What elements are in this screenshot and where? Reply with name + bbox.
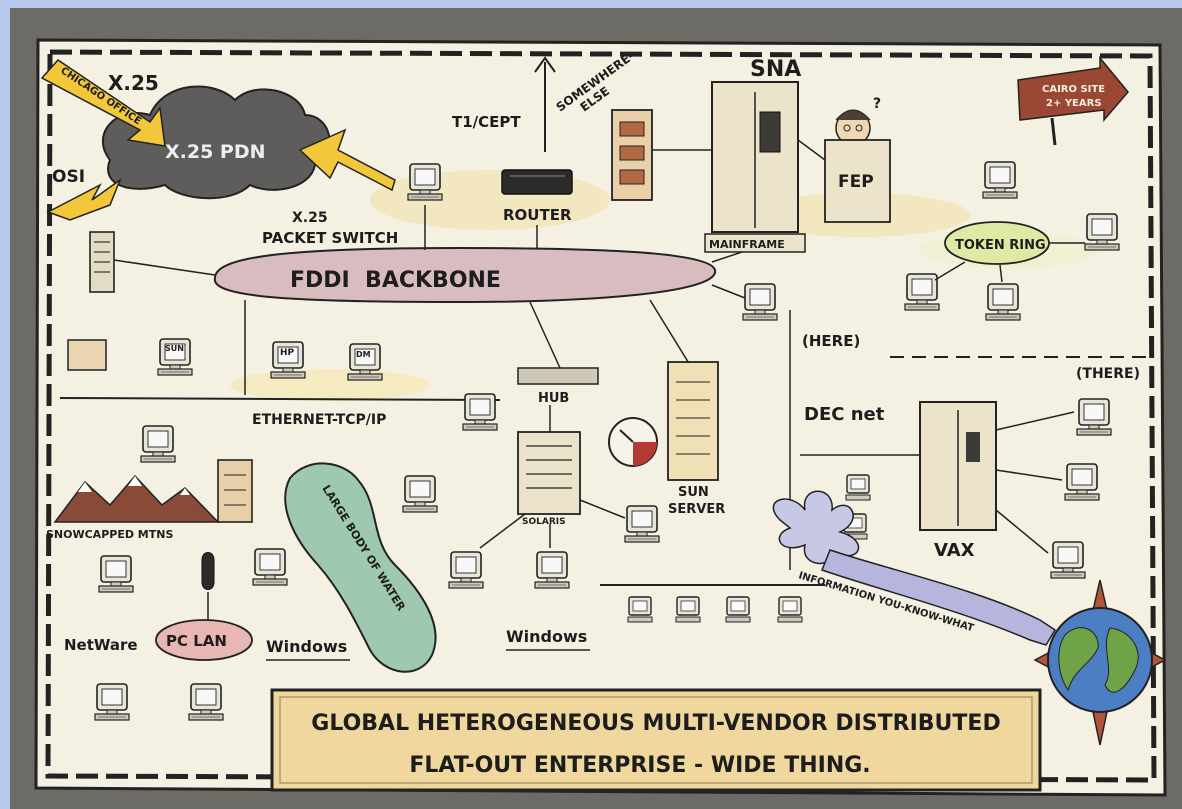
here-label: (HERE): [802, 332, 860, 350]
vax-monitor-3: [1050, 541, 1086, 579]
there-label: (THERE): [1076, 366, 1140, 382]
mountain-icon: [53, 474, 220, 523]
sun-server-label-2: SERVER: [668, 502, 725, 517]
decnet-monitor-1: [845, 474, 871, 501]
packet-switch-label-1: X.25: [292, 210, 328, 226]
tower-right-of-mountains: [217, 459, 253, 523]
title-banner: [270, 688, 1042, 792]
snowcapped-label: SNOWCAPPED MTNS: [46, 528, 173, 541]
vax-monitor-1: [1076, 398, 1112, 436]
solaris-right-monitor: [624, 505, 660, 543]
face-monitor: [140, 425, 176, 463]
mainframe-label: MAINFRAME: [709, 238, 785, 251]
ethernet-label: ETHERNET-TCP/IP: [252, 412, 386, 428]
lightning-icon: [46, 177, 122, 221]
fddi-backbone: [213, 246, 717, 304]
pc-lan-label: PC LAN: [166, 632, 227, 650]
router-icon: [501, 169, 573, 195]
token-ring-monitor-bottom-right: [985, 283, 1021, 321]
sun-server: [667, 361, 719, 481]
x25-label: X.25: [108, 71, 159, 95]
ethernet-line: [59, 397, 501, 401]
small-monitor-1: [627, 596, 653, 623]
windows-monitor-left: [252, 548, 288, 586]
lower-left-monitor-2: [188, 683, 224, 721]
solaris-left-monitor: [402, 475, 438, 513]
svg-text:?: ?: [873, 96, 881, 112]
information-highway: [772, 490, 860, 565]
box-device: [67, 339, 107, 371]
router-label: ROUTER: [503, 206, 572, 224]
solaris-label: SOLARIS: [522, 517, 566, 527]
cairo-label-1: CAIRO SITE: [1042, 84, 1105, 95]
vax-label: VAX: [934, 540, 975, 561]
small-monitor-2: [675, 596, 701, 623]
decnet-label: DEC net: [804, 404, 885, 425]
map-border: [45, 49, 1157, 783]
pc-lan-ellipse: [155, 619, 253, 661]
backbone-right-monitor: [742, 283, 778, 321]
chicago-office-sign: [40, 59, 166, 147]
solaris-server: [517, 431, 581, 515]
arrow-up: [534, 56, 556, 152]
windows-monitor-1: [448, 551, 484, 589]
windows-monitor-2: [534, 551, 570, 589]
x25-pdn-label: X.25 PDN: [165, 141, 266, 163]
dm-monitor-label: DM: [356, 350, 371, 359]
hub-icon: [517, 367, 599, 385]
mouse-icon: [201, 552, 215, 590]
windows-label-1: Windows: [266, 637, 347, 656]
fddi-backbone-label: FDDI BACKBONE: [290, 268, 501, 293]
left-server-tower: [89, 231, 115, 293]
token-ring-monitor-bottom-left: [904, 273, 940, 311]
hub-label: HUB: [538, 391, 569, 406]
sign-arrow-icon: [1017, 55, 1129, 123]
packet-switch-monitor: [407, 163, 443, 201]
information-highway-road: [821, 549, 1057, 646]
small-monitor-3: [725, 596, 751, 623]
sun-server-label-1: SUN: [678, 485, 709, 500]
ethernet-monitor: [462, 393, 498, 431]
hp-monitor-label: HP: [280, 348, 295, 358]
osi-label: OSI: [52, 167, 85, 187]
netware-monitor: [98, 555, 134, 593]
token-ring-monitor-right: [1084, 213, 1120, 251]
sun-monitor-label: SUN: [165, 344, 184, 353]
lightning-icon: [298, 128, 396, 192]
t1-cept-label: T1/CEPT: [452, 113, 521, 131]
lower-left-monitor-1: [94, 683, 130, 721]
banner-line-2: FLAT-OUT ENTERPRISE - WIDE THING.: [409, 753, 870, 778]
windows-label-2: Windows: [506, 627, 587, 646]
vax-monitor-2: [1064, 463, 1100, 501]
banner-line-1: GLOBAL HETEROGENEOUS MULTI-VENDOR DISTRI…: [311, 711, 1000, 736]
token-ring-label: TOKEN RING: [955, 238, 1046, 253]
cairo-label-2: 2+ YEARS: [1046, 98, 1102, 109]
small-monitor-4: [777, 596, 803, 623]
sna-label: SNA: [750, 57, 801, 82]
large-body-of-water: [284, 462, 437, 673]
netware-label: NetWare: [64, 636, 138, 654]
fep-label: FEP: [838, 172, 874, 192]
token-ring-monitor: [982, 161, 1018, 199]
fep-cabinet: [824, 139, 891, 223]
packet-switch-label-2: PACKET SWITCH: [262, 229, 398, 247]
